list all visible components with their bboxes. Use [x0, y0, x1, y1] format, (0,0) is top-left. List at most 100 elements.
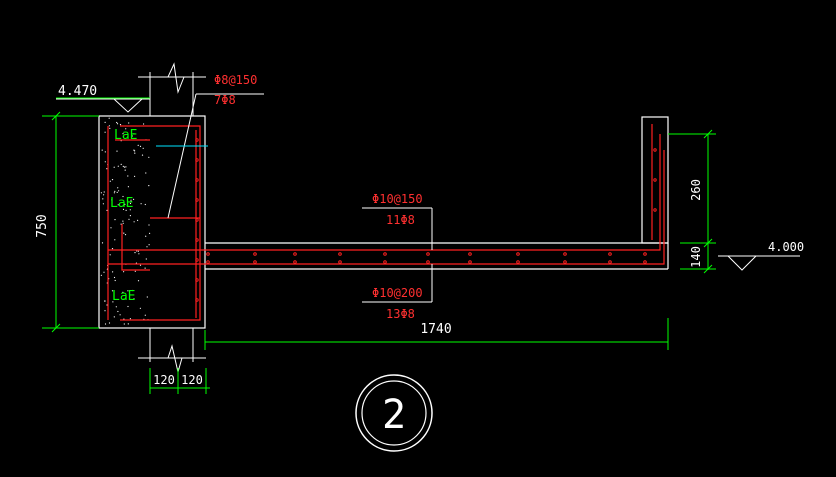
rebar-dot: [426, 252, 430, 256]
hatch-dot: [106, 209, 108, 211]
hatch-dot: [123, 298, 125, 300]
rebar-dot: [195, 258, 199, 262]
hatch-dot: [100, 192, 102, 194]
rebar-dot: [206, 260, 210, 264]
hatch-dot: [149, 232, 151, 234]
hatch-dot: [118, 190, 120, 192]
hatch-dot: [111, 179, 114, 181]
rebar-dot: [563, 260, 567, 264]
rebar-dot: [608, 260, 612, 264]
elevation-mark-right: [727, 255, 757, 271]
rebar-dot: [195, 198, 199, 202]
hatch-dot: [128, 122, 130, 124]
hatch-dot: [128, 218, 130, 220]
hatch-dot: [108, 125, 110, 127]
hatch-dot: [133, 149, 135, 151]
hatch-dot: [133, 298, 135, 300]
hatch-dot: [139, 145, 142, 147]
hatch-dot: [129, 202, 132, 205]
hatch-dot: [122, 133, 124, 135]
wall-right-dim-label: 120: [181, 373, 203, 387]
rebar-dot: [195, 238, 199, 242]
wall-section: [98, 62, 206, 373]
hatch-dot: [123, 271, 125, 273]
hatch-dot: [146, 296, 148, 298]
hatch-dot: [106, 168, 108, 170]
hatch-dot: [122, 165, 124, 167]
hatch-dot: [104, 161, 106, 163]
hatch-dot: [139, 307, 141, 309]
break-mark-top: [167, 62, 185, 94]
hatch-dot: [125, 128, 127, 130]
elevation-mark-top: [113, 98, 143, 113]
rebar-dot: [516, 260, 520, 264]
wall-outline: [98, 115, 206, 329]
hatch-dot: [104, 151, 106, 153]
hatch-dot: [123, 232, 125, 234]
hatch-dot: [145, 258, 147, 260]
hatch-dot: [122, 220, 124, 222]
hatch-dot: [116, 191, 118, 193]
section-number: 2: [382, 392, 406, 438]
rebar-dots: [195, 138, 657, 302]
hatch-dot: [109, 180, 111, 182]
hatch-dot: [131, 135, 133, 137]
hatch-dot: [148, 156, 150, 158]
section-circle-outer: [355, 374, 433, 452]
hatch-dot: [117, 165, 119, 167]
wall-rebar-label-1: Φ8@150: [214, 73, 257, 87]
hatch-dot: [137, 144, 139, 146]
curb-height-dim-label: 260: [689, 179, 703, 201]
hatch-dot: [124, 169, 126, 171]
rebar-dot: [426, 260, 430, 264]
hatch-dot: [103, 194, 105, 196]
hatch-dot: [106, 304, 108, 306]
hatch-dot: [141, 154, 144, 156]
hatch-dot: [114, 239, 116, 241]
slab-thickness-dim-label: 140: [689, 246, 703, 268]
hatch-dot: [127, 323, 129, 325]
hatch-dot: [145, 235, 147, 237]
anchor-label-2: LaE: [110, 196, 133, 211]
hatch-dot: [119, 314, 121, 316]
hatch-dot: [130, 201, 132, 203]
hatch-dot: [129, 215, 131, 217]
rebar-dot: [468, 260, 472, 264]
hatch-dot: [122, 136, 125, 138]
hatch-dot: [134, 252, 136, 254]
section-circle-inner: [361, 380, 427, 446]
rebar-dot: [653, 178, 657, 182]
hatch-dot: [111, 290, 114, 292]
hatch-dot: [129, 209, 131, 211]
bottom-rebar-label-1: Φ10@200: [372, 286, 423, 300]
hatch-dot: [109, 127, 111, 129]
hatch-dot: [120, 163, 122, 165]
rebar-dot: [206, 252, 210, 256]
anchor-label-3: LaE: [112, 289, 135, 304]
hatch-dot: [109, 254, 111, 256]
hatch-dot: [115, 306, 117, 308]
hatch-dot: [144, 267, 146, 269]
hatch-dot: [127, 186, 129, 188]
hatch-dot: [148, 185, 150, 187]
wall-left-dim-label: 120: [153, 373, 175, 387]
hatch-dot: [113, 166, 115, 168]
hatch-dot: [116, 121, 118, 124]
top-elevation-label: 4.470: [58, 84, 97, 99]
hatch-dot: [145, 172, 147, 174]
hatch-dot: [104, 121, 106, 123]
hatch-dot: [122, 291, 124, 293]
hatch-dot: [116, 123, 119, 125]
rebar-group: [107, 124, 665, 321]
hatch-dot: [143, 123, 145, 125]
hatch-dot: [130, 199, 132, 201]
hatch-dot: [104, 323, 107, 325]
top-rebar-label-1: Φ10@150: [372, 192, 423, 206]
hatch-dot: [113, 276, 116, 279]
concrete-hatch: [100, 117, 151, 325]
rebar-dot: [195, 158, 199, 162]
height-dim-label: 750: [35, 214, 50, 237]
hatch-dot: [100, 274, 102, 276]
hatch-dot: [134, 270, 136, 272]
